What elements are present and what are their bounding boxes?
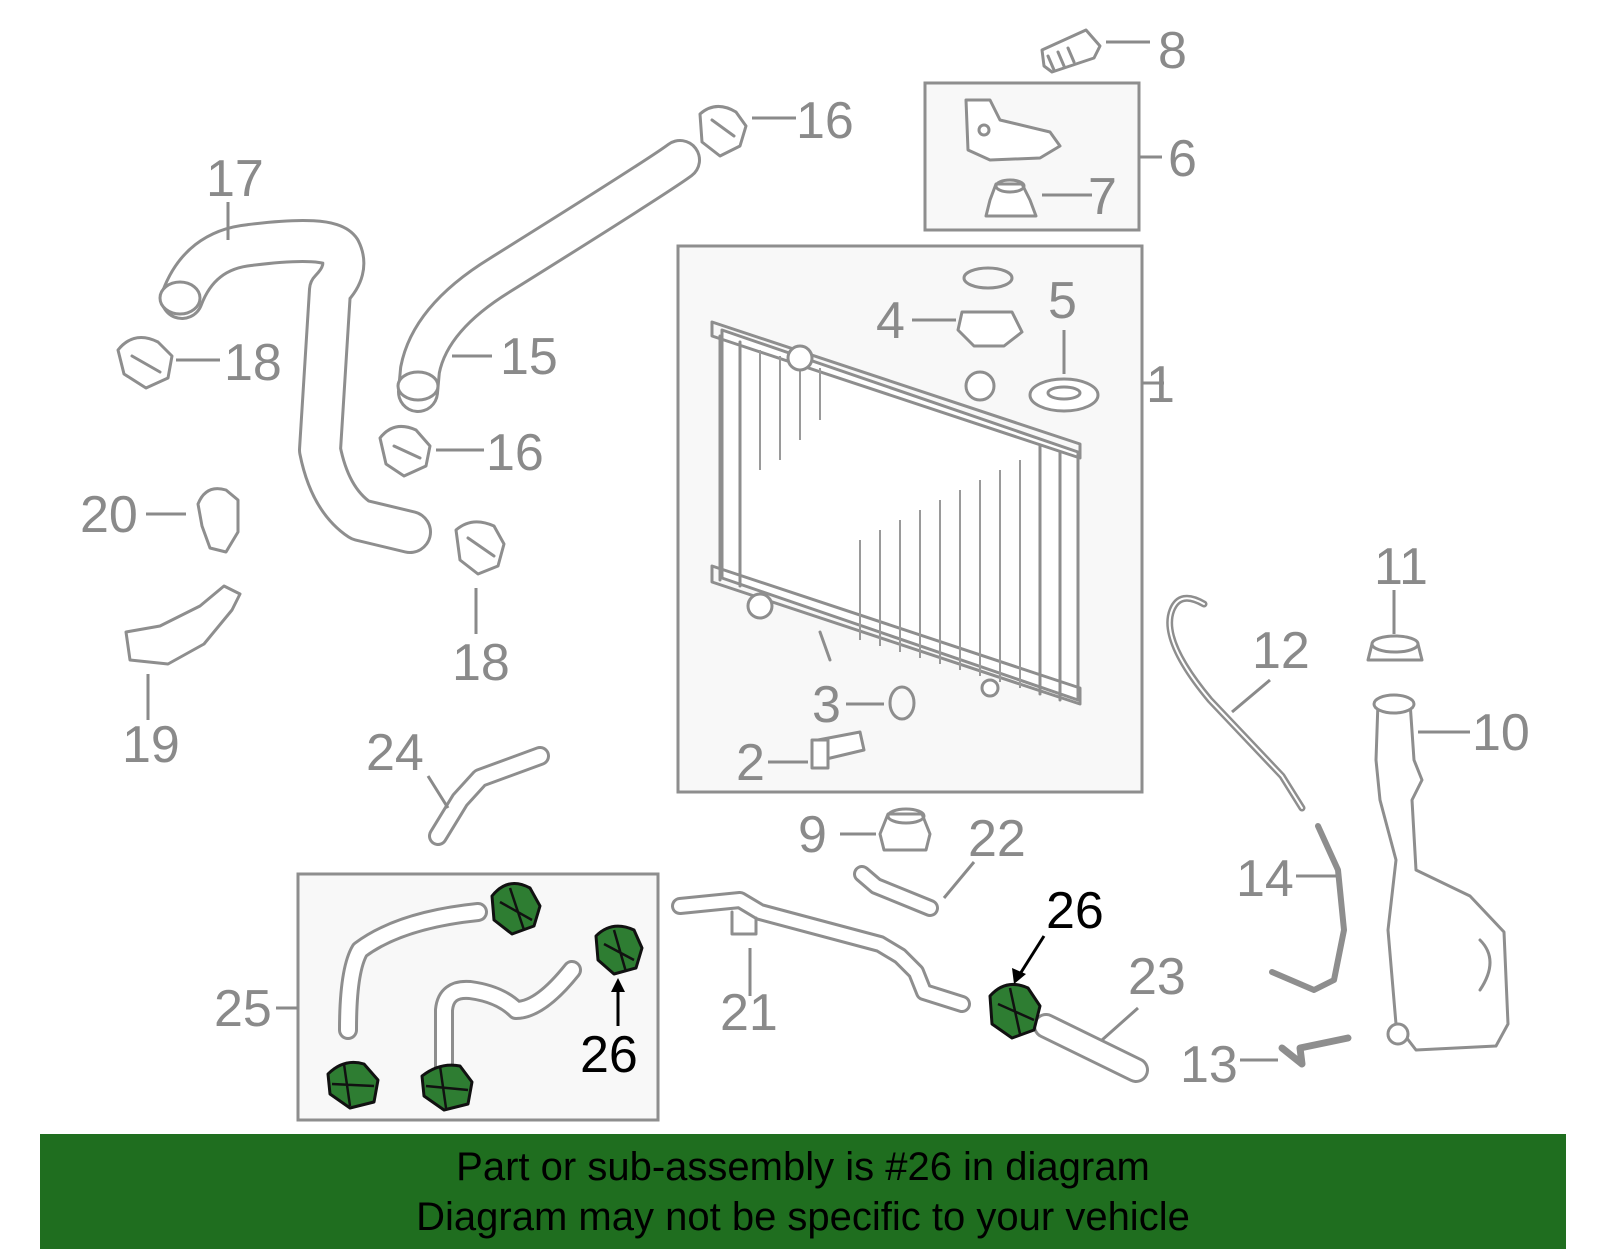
part-18-clamp-left xyxy=(116,336,174,390)
part-22-hose-body xyxy=(856,868,936,914)
callout-16-middle: 16 xyxy=(486,424,544,482)
callout-23: 23 xyxy=(1128,948,1186,1006)
part-24-hose-body xyxy=(431,749,547,843)
callout-10: 10 xyxy=(1472,704,1530,762)
part-17-hose-end xyxy=(158,280,202,316)
callout-20: 20 xyxy=(80,486,138,544)
callout-5: 5 xyxy=(1048,272,1077,330)
part-20-clip xyxy=(196,487,240,554)
callout-4: 4 xyxy=(876,292,905,350)
banner-line-2: Diagram may not be specific to your vehi… xyxy=(416,1194,1190,1239)
part-3-o-ring xyxy=(888,685,916,721)
arrowhead-26-kit xyxy=(611,978,625,992)
part-26-clamp-main xyxy=(988,982,1042,1040)
part-25-hose-a-body xyxy=(341,905,485,1037)
part-21-bracket xyxy=(730,910,758,936)
radiator xyxy=(710,320,1082,706)
part-25-hose-b-body xyxy=(437,963,579,1077)
part-18-clamp-right xyxy=(454,520,506,576)
leader-23 xyxy=(1101,1006,1139,1042)
part-8-bolt xyxy=(1040,28,1102,74)
part-9-mount-cushion xyxy=(878,807,932,852)
callout-3: 3 xyxy=(812,676,841,734)
callout-14: 14 xyxy=(1236,850,1294,908)
part-26-clamp-kit-top xyxy=(490,882,542,936)
callout-7: 7 xyxy=(1088,168,1117,226)
callout-12: 12 xyxy=(1252,622,1310,680)
part-19-bracket xyxy=(124,584,242,666)
arrowhead-26-main xyxy=(1012,968,1026,984)
part-26-clamp-kit-right xyxy=(594,924,644,976)
callout-11: 11 xyxy=(1374,538,1428,596)
info-banner: Part or sub-assembly is #26 in diagram D… xyxy=(40,1134,1566,1249)
callout-13: 13 xyxy=(1180,1036,1238,1094)
callout-16-top: 16 xyxy=(796,92,854,150)
part-23-hose-body xyxy=(1036,1016,1146,1080)
part-10-reservoir-tank xyxy=(1372,693,1510,1052)
callout-18-left: 18 xyxy=(224,334,282,392)
part-26-clamp-kit-bottom xyxy=(420,1063,474,1112)
part-14-tube xyxy=(1269,823,1347,993)
part-17-hose-body xyxy=(163,222,429,551)
part-12-tube-core xyxy=(1168,597,1303,809)
callout-24: 24 xyxy=(366,724,424,782)
part-6-bracket xyxy=(964,98,1062,162)
leader-26-main xyxy=(1018,935,1046,975)
callout-8: 8 xyxy=(1158,22,1187,80)
callout-9: 9 xyxy=(798,806,827,864)
callout-18-right: 18 xyxy=(452,634,510,692)
part-15-hose-body xyxy=(400,142,698,410)
callout-22: 22 xyxy=(968,810,1026,868)
part-13-hose xyxy=(1278,1034,1352,1068)
leader-24 xyxy=(426,775,450,809)
part-16-clamp-middle xyxy=(378,424,432,478)
part-21-pipe-body xyxy=(674,894,968,1010)
part-26-clamp-kit-left xyxy=(326,1060,380,1110)
callout-19: 19 xyxy=(122,716,180,774)
part-5-gasket xyxy=(1028,377,1100,413)
leader-12 xyxy=(1231,678,1271,714)
part-16-clamp-top xyxy=(698,105,748,158)
part-2-drain-plug xyxy=(810,730,866,770)
callout-26-main: 26 xyxy=(1046,882,1104,940)
part-4-radiator-cap xyxy=(956,266,1024,348)
callout-25: 25 xyxy=(214,980,272,1038)
callout-17: 17 xyxy=(206,150,264,208)
part-7-grommet xyxy=(984,178,1038,218)
callout-26-kit: 26 xyxy=(580,1026,638,1084)
callout-1: 1 xyxy=(1146,356,1175,414)
callout-15: 15 xyxy=(500,328,558,386)
leader-22 xyxy=(942,861,976,899)
banner-line-1: Part or sub-assembly is #26 in diagram xyxy=(456,1144,1150,1189)
callout-6: 6 xyxy=(1168,130,1197,188)
callout-21: 21 xyxy=(720,984,778,1042)
part-15-hose-end xyxy=(396,370,440,402)
part-11-tank-cap xyxy=(1366,634,1424,662)
callout-2: 2 xyxy=(736,734,765,792)
